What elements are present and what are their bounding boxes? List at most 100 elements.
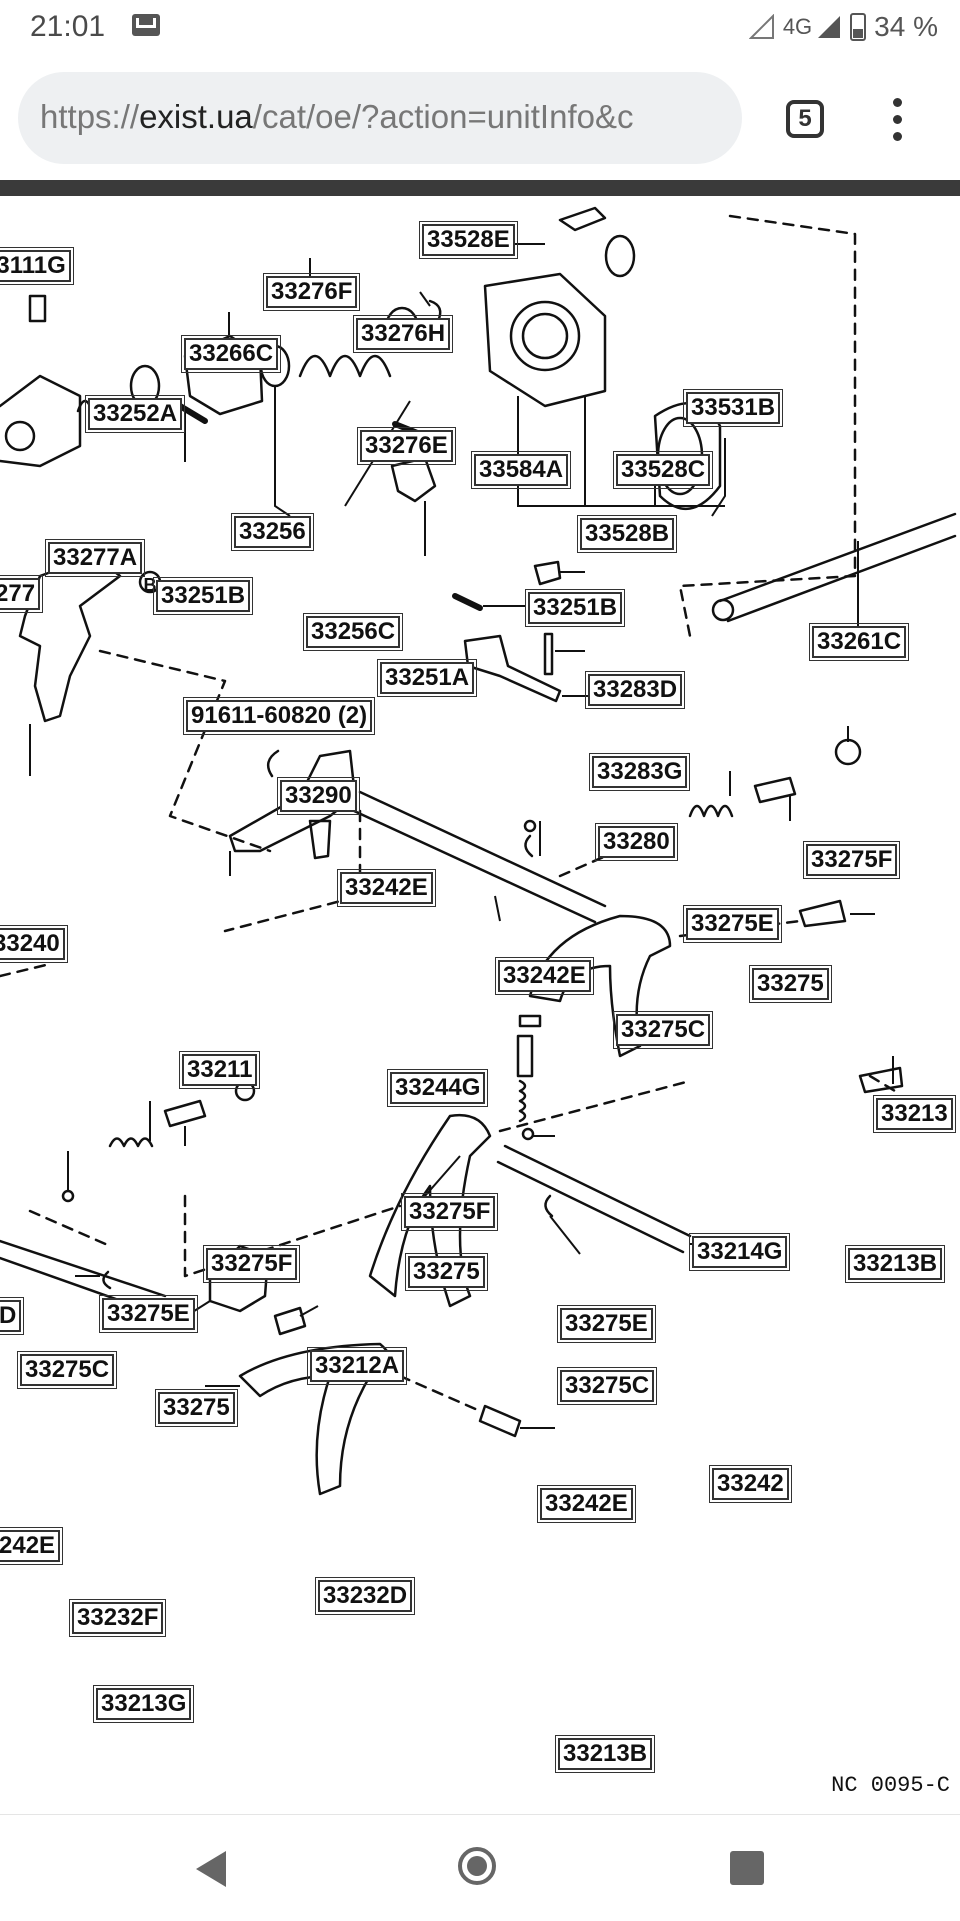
shaft-33244g	[350, 790, 607, 924]
part-label[interactable]: 33251A	[376, 659, 478, 697]
part-label[interactable]: 33213B	[844, 1245, 946, 1283]
part-label[interactable]: 33275E	[557, 1305, 656, 1343]
part-label[interactable]: 33276E	[357, 427, 456, 465]
part-label[interactable]: 33283G	[588, 753, 691, 791]
part-label[interactable]: 33251B	[524, 589, 626, 627]
part-label[interactable]: 33214G	[688, 1233, 791, 1271]
bolt-33232d	[273, 1306, 307, 1336]
part-label[interactable]: 33240	[0, 925, 68, 963]
page-top-divider	[0, 180, 960, 196]
part-label[interactable]: 33275C	[16, 1351, 118, 1389]
part-label[interactable]: 33251B	[152, 577, 254, 615]
dashed-guide	[183, 1194, 402, 1278]
dashed-guide	[498, 1079, 692, 1133]
dashed-guide	[98, 649, 272, 853]
part-label[interactable]: 33275F	[202, 1245, 301, 1283]
part-label[interactable]: 33213G	[92, 1685, 195, 1723]
leader-line	[549, 1215, 581, 1255]
dashed-guide	[398, 1374, 482, 1413]
gasket-hole	[509, 300, 581, 372]
part-label[interactable]: 33275C	[612, 1011, 714, 1049]
tab-switcher-button[interactable]: 5	[786, 100, 824, 138]
left-housing	[0, 374, 82, 468]
part-label[interactable]: 33275E	[683, 905, 782, 943]
part-label[interactable]: 33531B	[682, 389, 784, 427]
recent-apps-icon[interactable]	[730, 1851, 764, 1885]
part-label[interactable]: 33275F	[400, 1193, 499, 1231]
ball-33275f	[518, 1014, 542, 1028]
part-label[interactable]: 33213	[873, 1095, 956, 1133]
signal-icon	[818, 16, 841, 38]
part-label[interactable]: 33275E	[99, 1295, 198, 1333]
clip-33242e	[266, 749, 280, 778]
spring-33275e-left	[108, 1137, 154, 1148]
part-label[interactable]: 33261C	[808, 623, 910, 661]
part-label[interactable]: 33584A	[470, 451, 572, 489]
part-label[interactable]: 33275C	[556, 1367, 658, 1405]
part-label[interactable]: 33111G	[0, 247, 74, 285]
part-label[interactable]: 33275	[405, 1253, 488, 1291]
part-label[interactable]: 33232D	[314, 1577, 416, 1615]
part-label[interactable]: 277	[0, 575, 44, 613]
url-prefix: https://	[40, 98, 140, 135]
dashed-boundary	[678, 214, 857, 638]
part-label[interactable]: 33212A	[306, 1347, 408, 1385]
part-label[interactable]: D	[0, 1297, 25, 1335]
part-label[interactable]: 33283D	[584, 671, 686, 709]
leader-line	[424, 1155, 461, 1197]
bolt-33528e	[558, 206, 607, 232]
dot-icon	[892, 115, 902, 124]
part-label[interactable]: 33528C	[612, 451, 714, 489]
bolt-33213b	[858, 1066, 904, 1094]
gasket-plate	[483, 272, 607, 408]
spring-33275e-mid	[518, 1079, 527, 1123]
bolt-marker: B	[144, 575, 157, 595]
address-bar[interactable]: https://exist.ua/cat/oe/?action=unitInfo…	[18, 72, 742, 164]
part-label[interactable]: 33242	[709, 1465, 792, 1503]
dashed-guide	[28, 1209, 112, 1248]
part-label[interactable]: 33211	[178, 1051, 261, 1089]
part-label[interactable]: 33242E	[337, 869, 436, 907]
part-label[interactable]: 91611-60820 (2)	[182, 697, 376, 735]
more-menu-button[interactable]	[890, 98, 904, 142]
part-label[interactable]: 33266C	[180, 335, 282, 373]
clip-33242e-3	[544, 1194, 554, 1218]
fork-33214g	[528, 914, 672, 1058]
part-label[interactable]: 33275	[155, 1389, 238, 1427]
part-label[interactable]: 33252A	[84, 395, 186, 433]
leader-line	[419, 291, 431, 307]
part-label[interactable]: 33280	[595, 823, 678, 861]
dot-icon	[892, 98, 902, 107]
part-label[interactable]: 33528B	[576, 515, 678, 553]
url-text[interactable]: https://exist.ua/cat/oe/?action=unitInfo…	[40, 98, 730, 136]
ball-33275c	[523, 819, 537, 833]
part-label[interactable]: 33275F	[802, 841, 901, 879]
part-label[interactable]: 33232F	[68, 1599, 167, 1637]
mail-icon	[132, 14, 160, 36]
part-label[interactable]: 242E	[0, 1527, 64, 1565]
part-label[interactable]: 33277A	[44, 539, 146, 577]
ball-33275c-right	[521, 1127, 535, 1141]
part-label[interactable]: 33213B	[554, 1735, 656, 1773]
home-icon[interactable]	[458, 1847, 496, 1885]
part-label[interactable]: 33528E	[419, 221, 518, 259]
part-label[interactable]: 33256C	[302, 613, 404, 651]
part-label[interactable]: 33276F	[262, 273, 361, 311]
part-label[interactable]: 33242E	[495, 957, 594, 995]
browser-toolbar: https://exist.ua/cat/oe/?action=unitInfo…	[0, 54, 960, 180]
part-label[interactable]: 33242E	[537, 1485, 636, 1523]
part-label[interactable]: 33290	[277, 777, 360, 815]
part-label[interactable]: 33244G	[386, 1069, 489, 1107]
exploded-view-drawing: B	[0, 206, 957, 1496]
part-label[interactable]: 33276H	[352, 315, 454, 353]
spring-33275e	[688, 804, 734, 818]
clip-242e	[102, 1270, 112, 1290]
signal-icon	[748, 14, 774, 39]
part-label[interactable]: 33275	[749, 965, 832, 1003]
lever-33256c	[390, 456, 437, 503]
leader-line	[711, 438, 726, 517]
part-label[interactable]: 33256	[231, 513, 314, 551]
ball-33275c-left	[61, 1189, 75, 1203]
back-icon[interactable]	[196, 1851, 226, 1887]
shaft-end	[711, 598, 735, 622]
